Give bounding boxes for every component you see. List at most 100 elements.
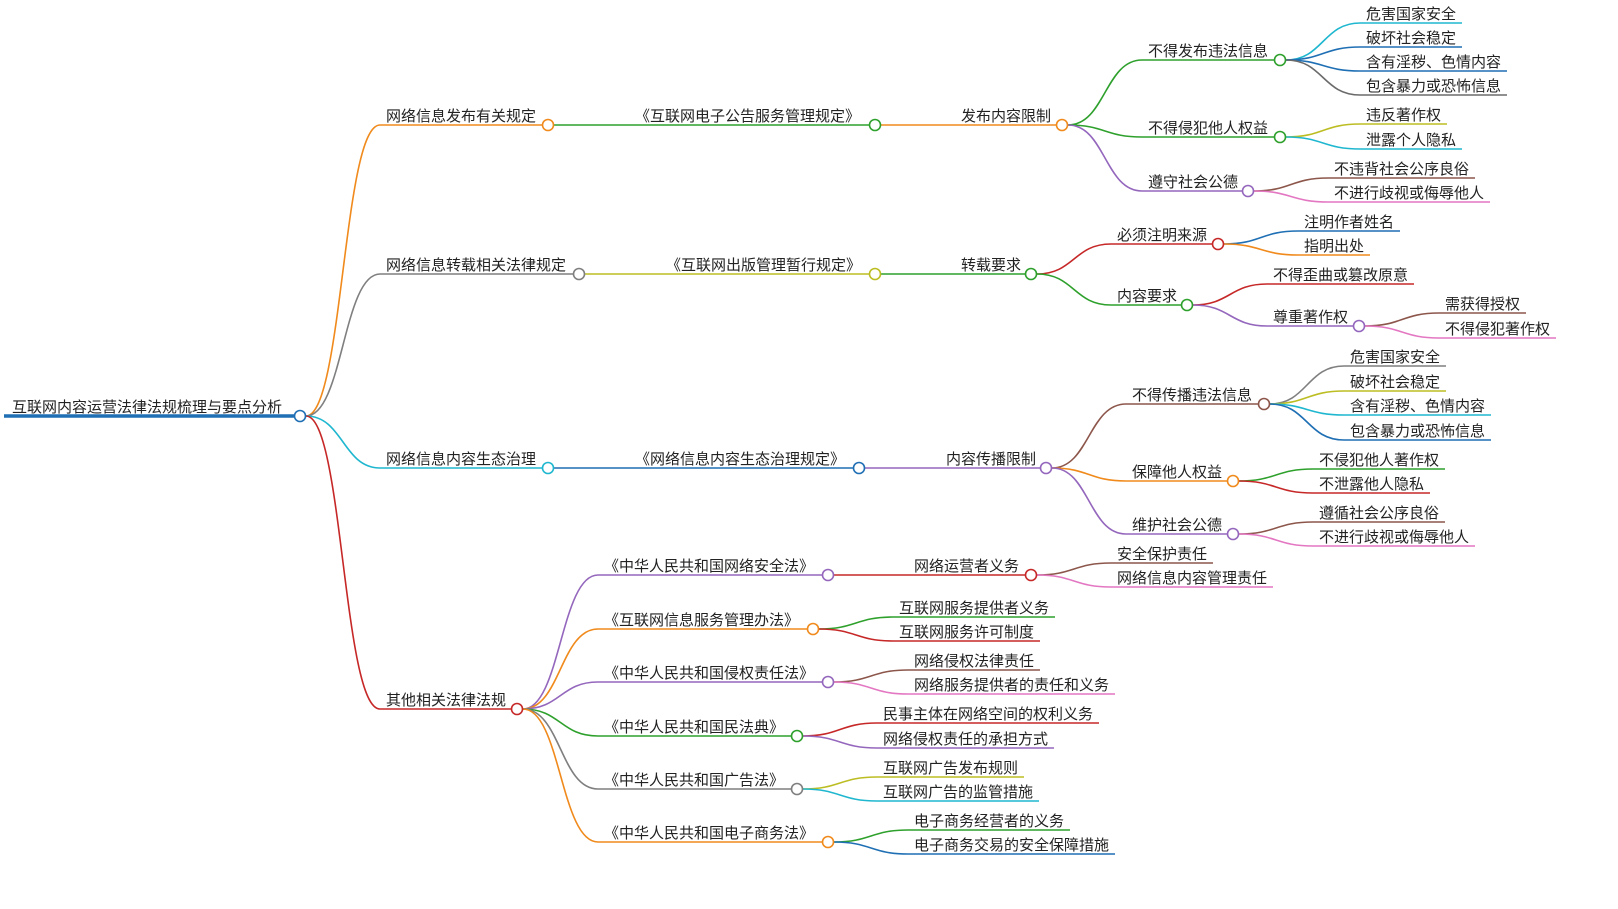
connector-line (833, 681, 909, 695)
leaf-topic-label[interactable]: 不泄露他人隐私 (1319, 475, 1424, 493)
connector-line (818, 628, 894, 642)
leaf-topic-label[interactable]: 电子商务经营者的义务 (914, 812, 1064, 830)
leaf-topic-label[interactable]: 不侵犯他人著作权 (1319, 451, 1439, 469)
leaf-topic-label[interactable]: 网络信息内容管理责任 (1117, 569, 1267, 587)
branch-topic-label[interactable]: 《互联网信息服务管理办法》 (604, 611, 799, 629)
leaf-topic-label[interactable]: 遵循社会公序良俗 (1319, 504, 1439, 522)
branch-topic-label[interactable]: 《互联网出版管理暂行规定》 (666, 256, 861, 274)
branch-topic-label[interactable]: 不得传播违法信息 (1132, 386, 1252, 404)
branch-topic-label[interactable]: 内容传播限制 (946, 450, 1036, 468)
collapse-toggle-icon[interactable] (790, 729, 804, 743)
collapse-toggle-icon[interactable] (852, 461, 866, 475)
leaf-topic-label[interactable]: 破坏社会稳定 (1366, 29, 1456, 47)
collapse-toggle-icon[interactable] (1024, 267, 1038, 281)
leaf-topic-label[interactable]: 网络侵权法律责任 (914, 652, 1034, 670)
leaf-topic-label[interactable]: 泄露个人隐私 (1366, 131, 1456, 149)
leaf-topic-label[interactable]: 需获得授权 (1445, 295, 1520, 313)
leaf-topic-label[interactable]: 危害国家安全 (1366, 5, 1456, 23)
collapse-toggle-icon[interactable] (1226, 474, 1240, 488)
leaf-topic-label[interactable]: 含有淫秽、色情内容 (1366, 53, 1501, 71)
collapse-toggle-icon[interactable] (1352, 319, 1366, 333)
collapse-toggle-icon[interactable] (1273, 53, 1287, 67)
branch-topic-label[interactable]: 发布内容限制 (961, 107, 1051, 125)
collapse-toggle-icon[interactable] (1039, 461, 1053, 475)
collapse-toggle-icon[interactable] (868, 267, 882, 281)
branch-topic-label[interactable]: 《中华人民共和国广告法》 (604, 771, 784, 789)
root-topic-label[interactable]: 互联网内容运营法律法规梳理与要点分析 (12, 398, 282, 416)
leaf-topic-label[interactable]: 民事主体在网络空间的权利义务 (883, 705, 1093, 723)
leaf-topic-label[interactable]: 安全保护责任 (1117, 545, 1207, 563)
leaf-topic-label[interactable]: 不得歪曲或篡改原意 (1273, 266, 1408, 284)
collapse-toggle-icon[interactable] (790, 782, 804, 796)
branch-topic-label[interactable]: 维护社会公德 (1132, 516, 1222, 534)
leaf-topic-label[interactable]: 不进行歧视或侮辱他人 (1319, 528, 1469, 546)
collapse-toggle-icon[interactable] (572, 267, 586, 281)
branch-topic-label[interactable]: 《网络信息内容生态治理规定》 (635, 450, 845, 468)
connector-line (1253, 177, 1329, 192)
leaf-topic-label[interactable]: 网络服务提供者的责任和义务 (914, 676, 1109, 694)
collapse-toggle-icon[interactable] (1024, 568, 1038, 582)
collapse-toggle-icon[interactable] (510, 702, 524, 716)
leaf-topic-label[interactable]: 注明作者姓名 (1304, 213, 1394, 231)
collapse-toggle-icon[interactable] (293, 409, 307, 423)
branch-topic-label[interactable]: 保障他人权益 (1132, 463, 1222, 481)
branch-topic-label[interactable]: 网络信息发布有关规定 (386, 107, 536, 125)
branch-topic-label[interactable]: 《互联网电子公告服务管理规定》 (635, 107, 860, 125)
collapse-toggle-icon[interactable] (821, 835, 835, 849)
connector-line (1364, 325, 1440, 339)
branch-topic-label[interactable]: 必须注明来源 (1117, 226, 1207, 244)
branch-topic-label[interactable]: 《中华人民共和国网络安全法》 (604, 557, 814, 575)
mind-map-nodes: 互联网内容运营法律法规梳理与要点分析 网络信息发布有关规定 《互联网电子公告服务管理… (12, 5, 1550, 854)
collapse-toggle-icon[interactable] (821, 675, 835, 689)
leaf-topic-label[interactable]: 网络侵权责任的承担方式 (883, 730, 1048, 748)
connector-line (1067, 59, 1143, 126)
connector-line (802, 735, 878, 749)
connector-line (1238, 533, 1314, 547)
branch-topic-label[interactable]: 网络信息转载相关法律规定 (386, 256, 566, 274)
leaf-topic-label[interactable]: 包含暴力或恐怖信息 (1350, 422, 1485, 440)
leaf-topic-label[interactable]: 不进行歧视或侮辱他人 (1334, 184, 1484, 202)
collapse-toggle-icon[interactable] (1211, 237, 1225, 251)
branch-topic-label[interactable]: 《中华人民共和国民法典》 (604, 718, 784, 736)
leaf-topic-label[interactable]: 指明出处 (1304, 237, 1364, 255)
leaf-topic-label[interactable]: 危害国家安全 (1350, 348, 1440, 366)
leaf-topic-label[interactable]: 电子商务交易的安全保障措施 (914, 836, 1109, 854)
branch-topic-label[interactable]: 网络运营者义务 (914, 557, 1019, 575)
connector-line (1285, 59, 1361, 96)
branch-topic-label[interactable]: 尊重著作权 (1273, 308, 1348, 326)
collapse-toggle-icon[interactable] (1273, 130, 1287, 144)
leaf-topic-label[interactable]: 不违背社会公序良俗 (1334, 160, 1469, 178)
leaf-topic-label[interactable]: 包含暴力或恐怖信息 (1366, 77, 1501, 95)
branch-topic-label[interactable]: 不得侵犯他人权益 (1148, 119, 1268, 137)
leaf-topic-label[interactable]: 含有淫秽、色情内容 (1350, 397, 1485, 415)
branch-topic-label[interactable]: 网络信息内容生态治理 (386, 450, 536, 468)
branch-topic-label[interactable]: 内容要求 (1117, 287, 1177, 305)
collapse-toggle-icon[interactable] (868, 118, 882, 132)
leaf-topic-label[interactable]: 互联网广告的监管措施 (883, 783, 1033, 801)
leaf-topic-label[interactable]: 违反著作权 (1366, 106, 1441, 124)
branch-topic-label[interactable]: 其他相关法律法规 (386, 691, 506, 709)
leaf-topic-label[interactable]: 破坏社会稳定 (1350, 373, 1440, 391)
branch-topic-label[interactable]: 《中华人民共和国侵权责任法》 (604, 664, 814, 682)
leaf-topic-label[interactable]: 互联网服务许可制度 (899, 623, 1034, 641)
collapse-toggle-icon[interactable] (1055, 118, 1069, 132)
connector-line (802, 788, 878, 802)
leaf-topic-label[interactable]: 不得侵犯著作权 (1445, 320, 1550, 338)
collapse-toggle-icon[interactable] (541, 118, 555, 132)
collapse-toggle-icon[interactable] (1180, 298, 1194, 312)
branch-topic-label[interactable]: 转载要求 (961, 256, 1021, 274)
branch-topic-label[interactable]: 《中华人民共和国电子商务法》 (604, 824, 814, 842)
connector-line (522, 574, 599, 710)
connector-line (833, 841, 909, 855)
leaf-topic-label[interactable]: 互联网服务提供者义务 (899, 599, 1049, 617)
collapse-toggle-icon[interactable] (1226, 527, 1240, 541)
branch-topic-label[interactable]: 不得发布违法信息 (1148, 42, 1268, 60)
collapse-toggle-icon[interactable] (1241, 184, 1255, 198)
collapse-toggle-icon[interactable] (806, 622, 820, 636)
collapse-toggle-icon[interactable] (541, 461, 555, 475)
leaf-topic-label[interactable]: 互联网广告发布规则 (883, 759, 1018, 777)
collapse-toggle-icon[interactable] (821, 568, 835, 582)
branch-topic-label[interactable]: 遵守社会公德 (1148, 173, 1238, 191)
collapse-toggle-icon[interactable] (1257, 397, 1271, 411)
